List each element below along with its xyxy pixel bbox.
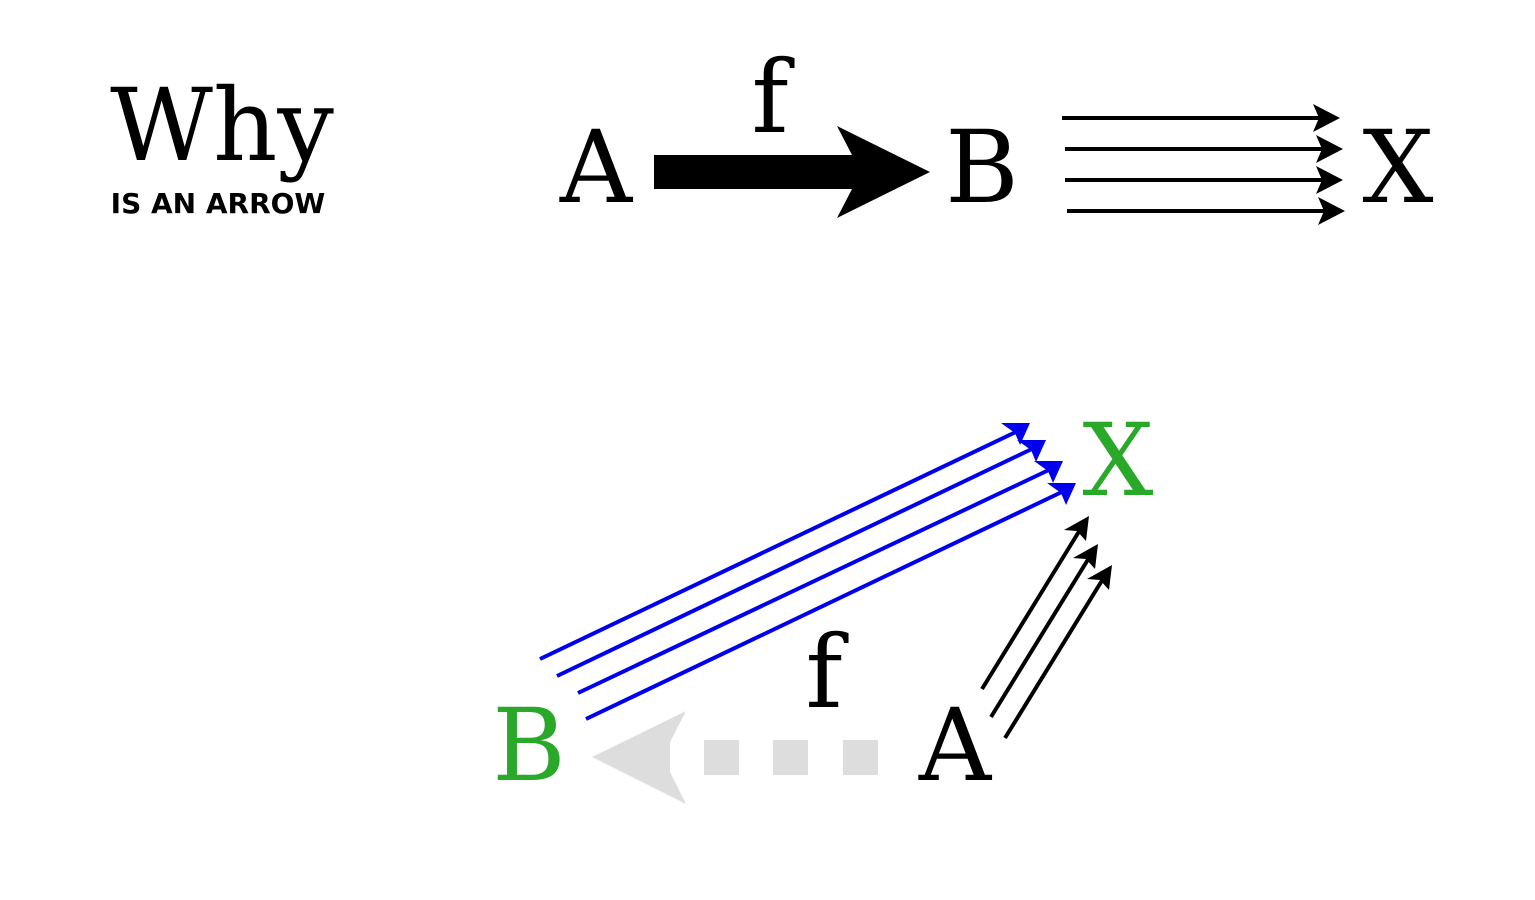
black-arrowhead-2 (1073, 544, 1098, 569)
blue-arrow-2 (556, 445, 1037, 678)
title-subtitle: IS AN ARROW (111, 187, 326, 220)
top-node-b: B (945, 109, 1019, 226)
top-thin-arrowhead-4 (1318, 197, 1345, 225)
dash-segment-1 (704, 740, 739, 775)
bottom-black-arrows (980, 523, 1108, 740)
title-why: Why (110, 67, 334, 184)
bottom-node-a: A (918, 687, 993, 804)
blue-arrowhead-1 (1001, 423, 1030, 445)
black-arrow-2 (989, 551, 1094, 719)
top-thin-arrowhead-2 (1316, 135, 1343, 163)
bottom-node-b: B (492, 687, 566, 804)
bottom-arrow-label-f: f (805, 614, 849, 731)
blue-arrowhead-4 (1047, 483, 1076, 505)
black-arrowhead-3 (1087, 565, 1112, 590)
top-arrow-label-f: f (751, 39, 795, 156)
black-arrowhead-1 (1064, 516, 1089, 541)
top-thin-arrowhead-3 (1316, 166, 1343, 194)
top-thick-arrow-f (654, 126, 930, 218)
top-node-x: X (1362, 109, 1433, 226)
top-parallel-arrows (1062, 116, 1339, 213)
top-node-a: A (559, 109, 634, 226)
bottom-dashed-arrow-f (592, 711, 878, 804)
blue-arrowhead-2 (1017, 440, 1046, 462)
blue-arrowhead-3 (1034, 461, 1063, 483)
dashed-arrowhead (592, 711, 686, 804)
blue-arrow-1 (539, 428, 1021, 661)
bottom-node-x: X (1082, 402, 1153, 519)
dash-segment-3 (843, 740, 878, 775)
bottom-blue-arrows (539, 428, 1067, 721)
dash-segment-2 (773, 740, 808, 775)
blue-arrow-4 (585, 488, 1067, 721)
black-arrow-1 (980, 523, 1085, 691)
blue-arrow-3 (577, 466, 1054, 695)
top-thin-arrowhead-1 (1313, 104, 1340, 132)
black-arrow-3 (1003, 572, 1108, 740)
